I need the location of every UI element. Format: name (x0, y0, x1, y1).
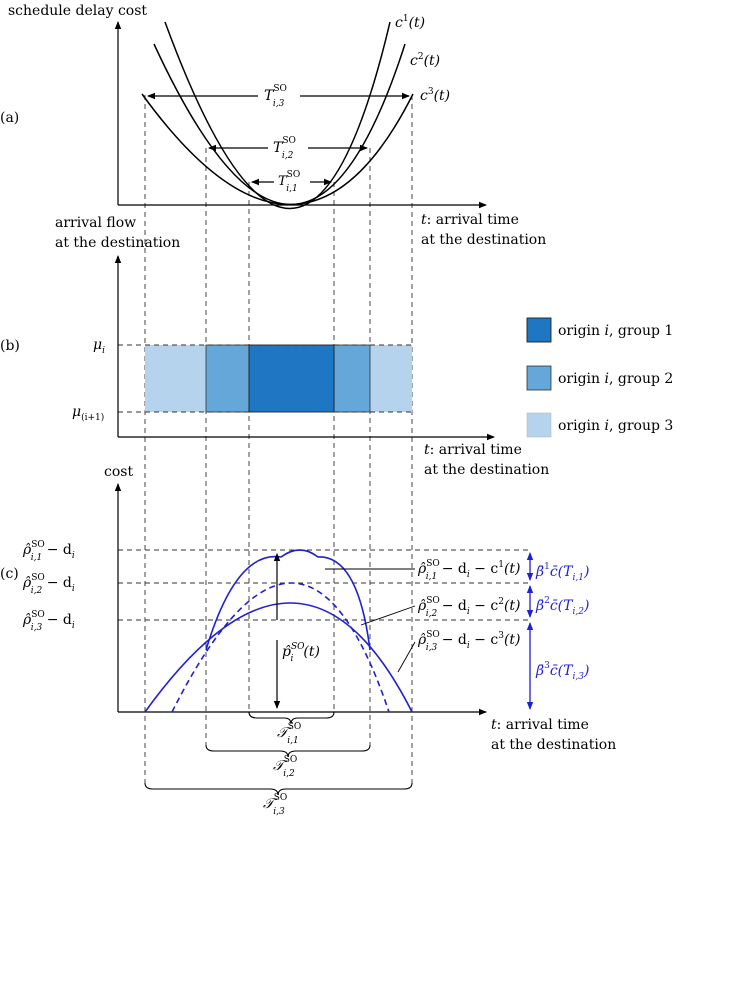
panel-c-x-label-line1: : arrival time (497, 717, 589, 733)
panel-c-x-axis-label: t: arrival time (491, 717, 589, 733)
legend-label-group1: origin i, group 1 (558, 323, 673, 339)
panel-label-b: (b) (0, 338, 20, 354)
blue-label-beta3: β̄3c̄(Ti,3) (535, 661, 589, 682)
panel-a-x-axis-label-2: at the destination (421, 232, 546, 248)
brace-T1 (248, 711, 335, 725)
blue-label-beta1: β̄1c̄(Ti,1) (535, 562, 589, 583)
panel-label-a: (a) (0, 110, 19, 126)
curve-label-c3: c3(t) (420, 87, 450, 104)
y-tick-mu-i: μi (93, 337, 105, 356)
panel-label-c: (c) (0, 566, 19, 582)
brace-T3 (144, 782, 413, 796)
panel-b-x-axis-label-2: at the destination (424, 462, 549, 478)
vertical-guides (144, 95, 413, 783)
legend-swatch-group2 (526, 365, 552, 391)
curve-label-c1: c1(t) (395, 14, 425, 31)
y-tick-mu-i-plus-1: μ(i+1) (72, 404, 104, 423)
legend-swatch-group3 (526, 412, 552, 438)
blue-label-beta2: β̄2c̄(Ti,2) (535, 596, 589, 617)
panel-a: (a) schedule delay cost c1(t) c2(t) c3(t… (0, 3, 546, 248)
panel-a-x-axis-label: t: arrival time (421, 212, 519, 228)
panel-c-x-axis-label-2: at the destination (491, 737, 616, 753)
curve-label-c2: c2(t) (410, 52, 440, 69)
panel-b: (b) arrival flow at the destination μi μ… (0, 215, 673, 478)
panel-a-x-label-line1: : arrival time (427, 212, 519, 228)
legend-label-group2: origin i, group 2 (558, 371, 673, 387)
bar-group1 (248, 344, 335, 413)
curve-c1 (164, 21, 391, 209)
curve-c3 (141, 93, 414, 205)
bar-group3-right (370, 345, 412, 412)
legend-label-group3: origin i, group 3 (558, 418, 673, 434)
panel-b-x-axis-label: t: arrival time (424, 442, 522, 458)
panel-b-x-label-line1: : arrival time (430, 442, 522, 458)
bar-group2-left (205, 344, 250, 413)
bar-group2-right (333, 344, 371, 413)
bar-group3-left (145, 345, 206, 412)
panel-c-y-axis-label: cost (104, 464, 133, 480)
panel-a-y-axis-label: schedule delay cost (8, 3, 147, 19)
panel-b-y-axis-label-2: at the destination (55, 235, 180, 251)
curve-rho3 (144, 602, 413, 713)
curve-rho2 (171, 582, 390, 713)
legend-swatch-group1 (526, 317, 552, 343)
brace-T2 (205, 744, 371, 758)
curve-rho1 (205, 549, 371, 651)
panel-b-y-axis-label-1: arrival flow (55, 215, 136, 231)
